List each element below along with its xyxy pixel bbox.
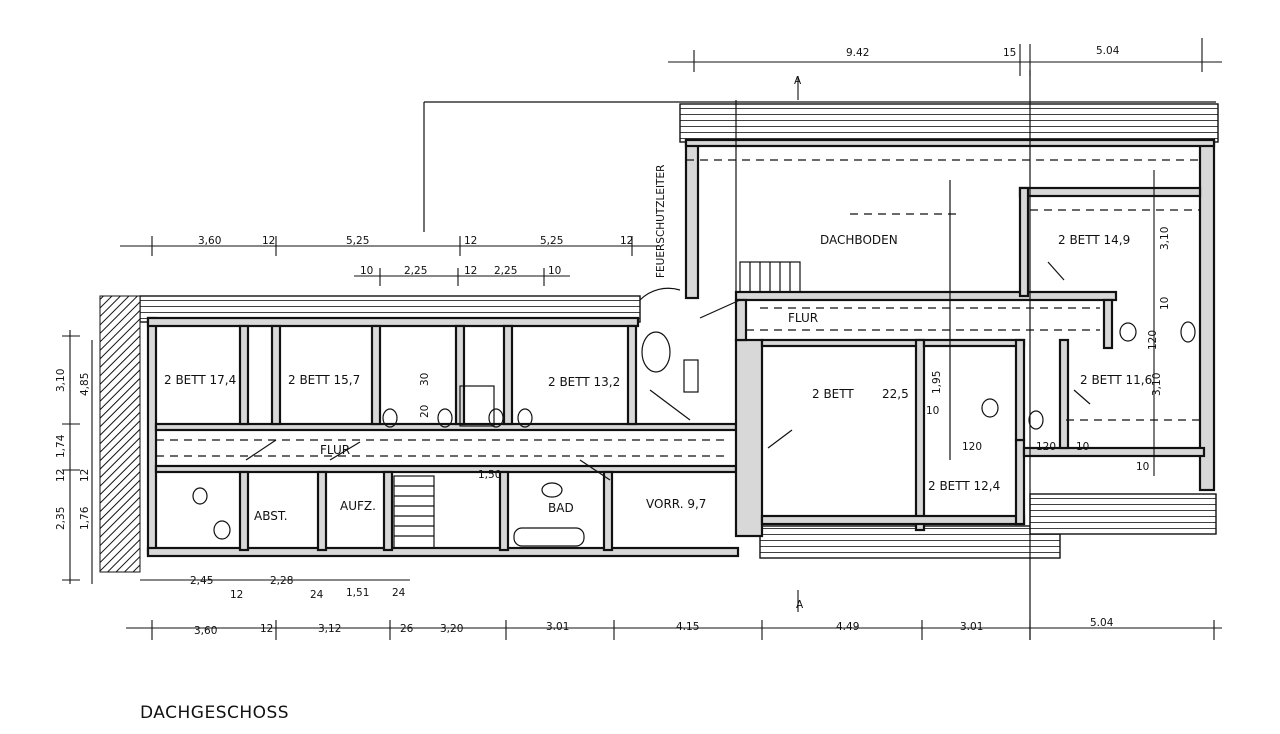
dim-sub-2-25a: 2,25	[404, 265, 427, 277]
dim-v-4-85: 4,85	[79, 373, 91, 396]
dim-r-10: 10	[1159, 297, 1171, 310]
dim-i-10a: 10	[926, 405, 939, 417]
dim-v-2-35: 2,35	[55, 507, 67, 530]
dim-b-3-20: 3,20	[440, 623, 463, 635]
dimension-texts: 9.42 15 5.04 3,60 12 5,25 12 5,25 12 10 …	[55, 45, 1171, 637]
dim-left-12a: 12	[262, 235, 275, 247]
label-bed-13-2: 2 BETT 13,2	[548, 375, 620, 389]
label-dachboden: DACHBODEN	[820, 233, 898, 247]
dimension-lines	[62, 38, 1222, 640]
plan-title: DACHGESCHOSS	[140, 703, 289, 723]
dim-s-12: 12	[230, 589, 243, 601]
dim-v-12b: 12	[79, 469, 91, 482]
label-bed-11-6: 2 BETT 11,6	[1080, 373, 1152, 387]
label-bed-17-4: 2 BETT 17,4	[164, 373, 236, 387]
label-bad: BAD	[548, 501, 574, 515]
dim-s-2-45: 2,45	[190, 575, 213, 587]
label-bed-14-9: 2 BETT 14,9	[1058, 233, 1130, 247]
dim-b-4-15: 4.15	[676, 621, 699, 633]
label-aufz: AUFZ.	[340, 499, 376, 513]
dim-i-120c: 120	[1147, 330, 1159, 350]
dim-sub-10a: 10	[360, 265, 373, 277]
dim-v-12a: 12	[55, 469, 67, 482]
dim-s-24a: 24	[310, 589, 324, 601]
dim-i-10c: 10	[1136, 461, 1149, 473]
label-abst: ABST.	[254, 509, 288, 523]
section-marker-top: A	[794, 75, 802, 87]
dim-b-3-01b: 3.01	[960, 621, 983, 633]
label-flur-upper: FLUR	[788, 311, 818, 325]
dim-r-3-10b: 3,10	[1151, 373, 1163, 396]
dim-b-12: 12	[260, 623, 273, 635]
label-flur-lower: FLUR	[320, 443, 350, 457]
dim-sub-10b: 10	[548, 265, 561, 277]
dim-left-5-25a: 5,25	[346, 235, 369, 247]
dim-v-1-76: 1,76	[79, 506, 91, 530]
label-bed-15-7: 2 BETT 15,7	[288, 373, 360, 387]
stairs	[393, 261, 801, 549]
label-bed-center-area: 22,5	[882, 387, 909, 401]
door-swings	[245, 261, 1091, 481]
label-feuerschutzleiter: FEUERSCHUTZLEITER	[655, 165, 667, 278]
dim-v-3-10: 3,10	[55, 369, 67, 392]
dim-b-5-04: 5.04	[1090, 617, 1114, 629]
dim-i-195: 1,95	[931, 371, 943, 394]
dim-s-2-28: 2,28	[270, 575, 293, 587]
dim-left-5-25b: 5,25	[540, 235, 563, 247]
dim-sub-12: 12	[464, 265, 477, 277]
dim-i-1-50: 1,50	[478, 469, 501, 481]
dim-top-5-04: 5.04	[1096, 45, 1120, 57]
dim-i-120b: 120	[1036, 441, 1056, 453]
dim-top-9-42: 9.42	[846, 47, 869, 59]
dim-top-15: 15	[1003, 47, 1016, 59]
sanitary-fixtures	[192, 321, 1196, 547]
dim-b-3-60: 3,60	[194, 625, 217, 637]
dim-sub-2-25b: 2,25	[494, 265, 517, 277]
dim-left-12c: 12	[620, 235, 633, 247]
dim-left-12b: 12	[464, 235, 477, 247]
dim-v-1-74: 1,74	[55, 434, 67, 458]
dim-i-20: 20	[419, 405, 431, 418]
dim-r-3-10: 3,10	[1159, 227, 1171, 250]
label-vorr: VORR. 9,7	[646, 497, 706, 511]
section-marker-bottom: A	[796, 599, 804, 611]
dim-i-10b: 10	[1076, 441, 1089, 453]
dim-b-3-01a: 3.01	[546, 621, 569, 633]
dim-b-4-49: 4.49	[836, 621, 859, 633]
dim-b-26: 26	[400, 623, 414, 635]
label-bed-center: 2 BETT	[812, 387, 854, 401]
dim-i-30: 30	[419, 373, 431, 386]
dim-left-3-60: 3,60	[198, 235, 221, 247]
dim-b-3-12: 3,12	[318, 623, 341, 635]
label-bed-12-4: 2 BETT 12,4	[928, 479, 1000, 493]
room-labels: DACHBODEN FLUR FLUR 2 BETT 14,9 2 BETT 1…	[164, 165, 1152, 523]
dashed-lines	[156, 70, 1216, 640]
dim-i-120a: 120	[962, 441, 982, 453]
dim-s-24b: 24	[392, 587, 406, 599]
dim-s-1-51: 1,51	[346, 587, 369, 599]
